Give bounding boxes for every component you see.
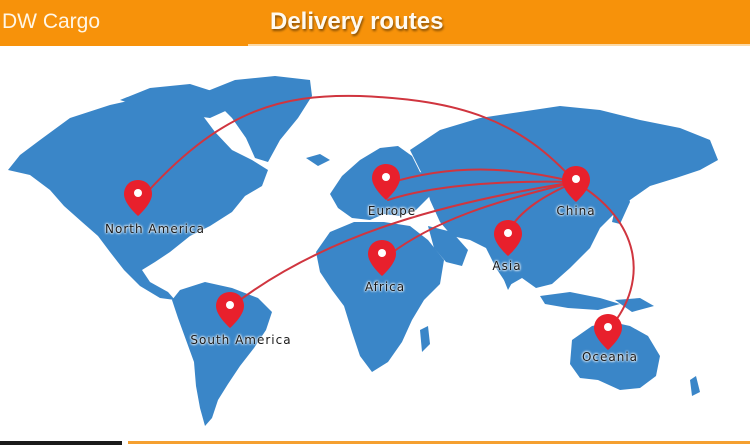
- land-new-guinea: [615, 298, 654, 312]
- label-europe: Europe: [367, 204, 417, 218]
- land-asia: [410, 106, 718, 288]
- land-arabia: [428, 226, 468, 266]
- map-pin-icon[interactable]: [562, 166, 590, 202]
- route-china-south-america: [231, 181, 576, 307]
- land-arctic-islands: [120, 84, 232, 118]
- label-asia: Asia: [492, 259, 522, 273]
- land-japan: [612, 188, 630, 224]
- label-oceania: Oceania: [581, 350, 639, 364]
- label-south-america: South America: [190, 333, 292, 347]
- land-africa: [316, 222, 444, 372]
- map-pin-icon[interactable]: [124, 180, 152, 216]
- route-china-europe: [385, 168, 576, 185]
- world-map-graphic: [8, 76, 718, 426]
- delivery-routes: [139, 94, 635, 329]
- land-south-america: [172, 282, 272, 426]
- map-pins: [124, 164, 622, 350]
- land-australia: [570, 322, 660, 390]
- header-bar: DW Cargo Delivery routes: [0, 0, 750, 46]
- land-greenland: [205, 76, 312, 162]
- label-africa: Africa: [364, 280, 406, 294]
- world-map: [0, 46, 750, 441]
- continents: [8, 76, 718, 426]
- route-europe-extra: [387, 180, 576, 201]
- land-madagascar: [420, 326, 430, 352]
- land-indonesia: [540, 292, 620, 310]
- route-china-north-america: [139, 94, 576, 201]
- label-china: China: [556, 204, 596, 218]
- map-pin-icon[interactable]: [594, 314, 622, 350]
- land-iceland: [306, 154, 330, 166]
- map-pin-icon[interactable]: [368, 240, 396, 276]
- route-china-africa: [379, 181, 576, 263]
- map-pin-icon[interactable]: [372, 164, 400, 200]
- map-pin-icon[interactable]: [494, 220, 522, 256]
- label-north-america: North America: [105, 222, 205, 236]
- header-underline: [248, 44, 750, 46]
- land-india: [490, 236, 530, 290]
- bottom-bar-dark: [0, 441, 122, 445]
- bottom-bar-orange: [128, 441, 750, 444]
- route-china-oceania: [574, 181, 635, 329]
- map-pin-icon[interactable]: [216, 292, 244, 328]
- brand-name: DW Cargo: [2, 10, 101, 33]
- land-new-zealand: [690, 376, 700, 396]
- page-title: Delivery routes: [270, 8, 444, 35]
